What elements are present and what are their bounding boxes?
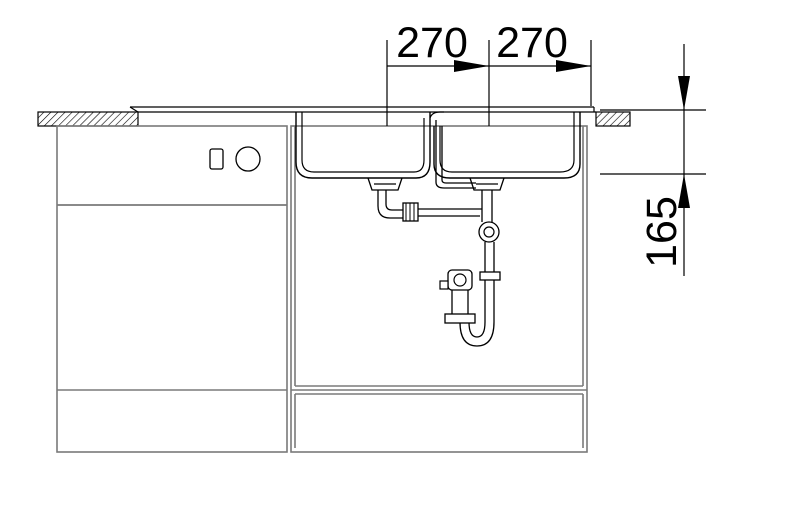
arrow-right-icon bbox=[556, 60, 591, 72]
left-bowl bbox=[295, 112, 431, 179]
junction-ring bbox=[478, 221, 500, 243]
sink-rim bbox=[129, 106, 596, 113]
left-cabinet bbox=[56, 125, 288, 453]
drain-assembly bbox=[367, 177, 505, 347]
trap-nut-upper bbox=[479, 271, 501, 281]
width-dimension: 270 270 bbox=[386, 19, 592, 126]
right-bowl-width-label: 270 bbox=[496, 19, 568, 67]
arrow-down-icon bbox=[678, 76, 690, 110]
arrow-up-icon bbox=[678, 174, 690, 208]
trap-nut-lower bbox=[444, 313, 476, 324]
worktop bbox=[37, 111, 631, 127]
worktop-right bbox=[595, 111, 631, 127]
control-knob-icon bbox=[209, 148, 224, 170]
depth-dimension: 165 bbox=[600, 44, 706, 276]
depth-label: 165 bbox=[638, 196, 686, 268]
sink-cabinet bbox=[290, 125, 588, 453]
worktop-left bbox=[37, 111, 139, 127]
overflow-pipe bbox=[435, 120, 476, 189]
outlet-cap bbox=[447, 269, 473, 291]
right-bowl bbox=[429, 111, 581, 179]
dial-icon bbox=[235, 146, 261, 172]
left-bowl-width-label: 270 bbox=[396, 19, 468, 67]
arrow-right-icon bbox=[454, 60, 489, 72]
